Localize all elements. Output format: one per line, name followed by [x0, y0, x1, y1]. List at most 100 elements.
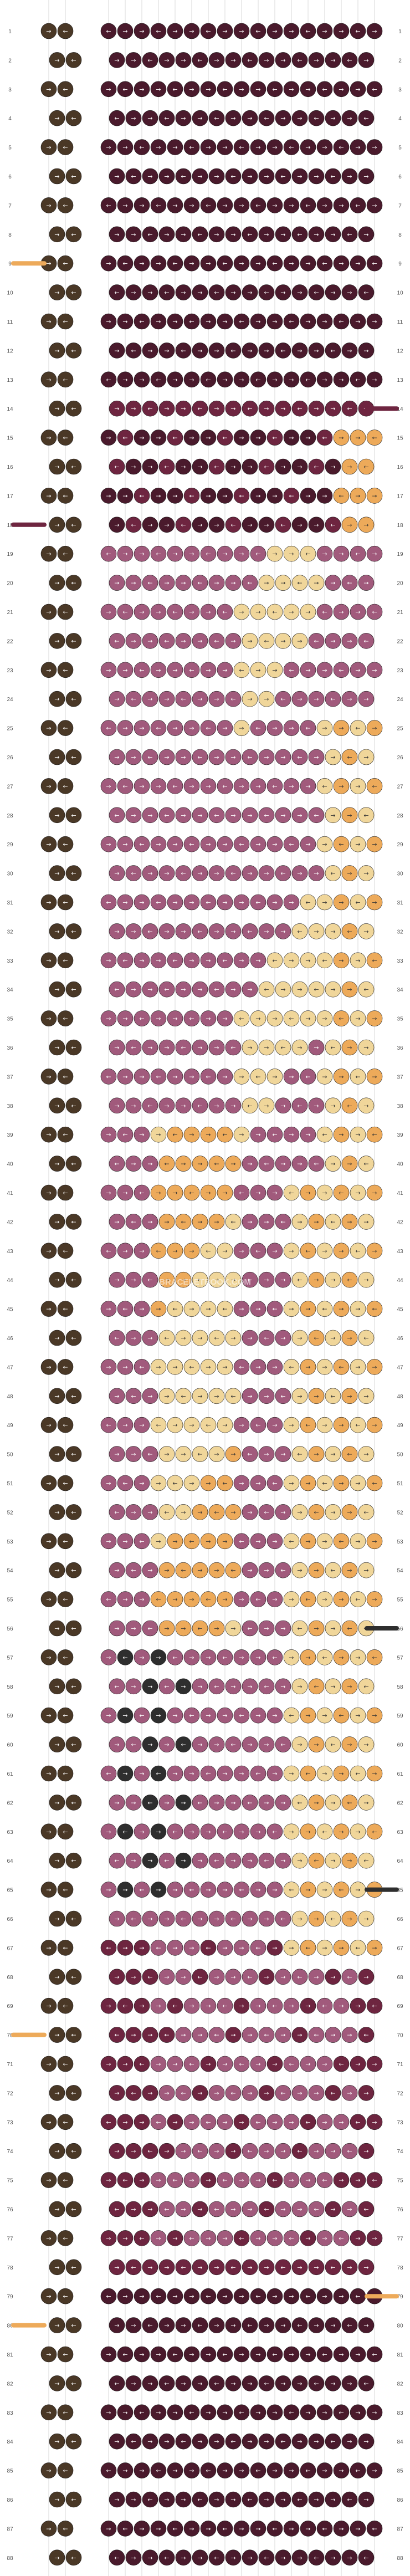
knot-arrow-icon: ← — [71, 347, 76, 354]
knot-arrow-icon: → — [46, 1538, 51, 1545]
knot: ← — [308, 110, 325, 126]
knot-arrow-icon: → — [214, 57, 219, 64]
knot-arrow-icon: ← — [264, 463, 269, 471]
knot: → — [125, 1678, 142, 1695]
knot-arrow-icon: ← — [63, 202, 68, 209]
knot: → — [291, 2549, 308, 2566]
knot-arrow-icon: → — [264, 173, 269, 180]
knot-arrow-icon: → — [272, 1770, 277, 1777]
knot-arrow-icon: ← — [189, 1363, 194, 1371]
knot-arrow-icon: ← — [264, 1509, 269, 1516]
knot-arrow-icon: ← — [189, 1015, 194, 1023]
knot-arrow-icon: ← — [322, 1306, 327, 1313]
knot: → — [366, 662, 383, 678]
border-knot: ← — [65, 458, 82, 475]
knot-arrow-icon: ← — [363, 289, 368, 297]
row-number-left: 72 — [7, 2091, 13, 2097]
knot-arrow-icon: ← — [63, 376, 68, 384]
knot: → — [291, 1736, 308, 1752]
border-knot: → — [49, 1446, 65, 1462]
knot-arrow-icon: → — [314, 580, 319, 587]
knot: ← — [358, 2549, 375, 2566]
knot: → — [200, 836, 217, 852]
knot-arrow-icon: → — [54, 2148, 59, 2155]
knot: ← — [325, 2433, 341, 2450]
row-number-left: 8 — [8, 232, 12, 238]
knot-arrow-icon: → — [230, 1683, 235, 1690]
knot-arrow-icon: → — [314, 405, 319, 412]
knot-arrow-icon: → — [264, 57, 269, 64]
knot-arrow-icon: → — [255, 1015, 260, 1023]
knot-arrow-icon: ← — [347, 1276, 352, 1284]
border-knot: ← — [65, 1330, 82, 1346]
knot: ← — [358, 2375, 375, 2391]
knot: ← — [350, 720, 366, 736]
knot-arrow-icon: → — [322, 2293, 327, 2300]
knot-arrow-icon: → — [106, 318, 111, 325]
knot-arrow-icon: ← — [197, 231, 202, 238]
knot-arrow-icon: → — [206, 1306, 211, 1313]
knot-arrow-icon: ← — [314, 2380, 319, 2387]
row-number-right: 40 — [397, 1162, 403, 1168]
knot-arrow-icon: ← — [71, 1974, 76, 1981]
row-numbers-right: 1234567891011121314151617181920212223242… — [397, 29, 403, 2562]
knot: → — [250, 1475, 266, 1491]
knot-arrow-icon: → — [355, 1015, 360, 1023]
knot-arrow-icon: → — [122, 2467, 127, 2475]
border-knot: → — [49, 168, 65, 185]
knot: → — [242, 110, 258, 126]
knot-arrow-icon: ← — [239, 144, 244, 151]
knot: ← — [158, 807, 175, 824]
knot: → — [175, 458, 192, 475]
knot: → — [134, 255, 150, 272]
knot: → — [167, 1417, 183, 1433]
knot-arrow-icon: → — [122, 376, 127, 384]
knot: → — [125, 1330, 142, 1346]
knot-arrow-icon: → — [339, 1828, 344, 1836]
knot: → — [192, 691, 208, 707]
knot-arrow-icon: ← — [322, 435, 327, 442]
knot: ← — [283, 139, 300, 155]
knot-arrow-icon: → — [122, 1073, 127, 1080]
knot-arrow-icon: → — [197, 1393, 202, 1400]
knot: → — [291, 2259, 308, 2276]
knot: → — [217, 1940, 233, 1956]
knot-arrow-icon: ← — [197, 2496, 202, 2503]
knot-arrow-icon: → — [197, 347, 202, 354]
knot: → — [233, 197, 250, 213]
knot: → — [109, 1271, 125, 1288]
knot-arrow-icon: ← — [272, 783, 277, 790]
knot-arrow-icon: → — [147, 812, 152, 819]
knot: → — [258, 1562, 275, 1578]
knot: → — [125, 284, 142, 300]
knot-arrow-icon: ← — [197, 754, 202, 761]
knot-arrow-icon: → — [164, 870, 169, 877]
knot: → — [325, 110, 341, 126]
knot-arrow-icon: → — [355, 1189, 360, 1197]
knot-arrow-icon: ← — [247, 2148, 252, 2155]
border-knot: → — [40, 2172, 57, 2188]
knot: → — [217, 1243, 233, 1259]
knot: → — [125, 458, 142, 475]
knot-arrow-icon: → — [339, 1422, 344, 1429]
knot: → — [358, 1910, 375, 1927]
knot: → — [266, 2404, 283, 2421]
knot-arrow-icon: → — [181, 1335, 186, 1342]
knot-arrow-icon: → — [239, 899, 244, 906]
knot-arrow-icon: → — [363, 870, 368, 877]
row-number-right: 82 — [397, 2381, 403, 2387]
knot-arrow-icon: ← — [63, 1596, 68, 1603]
knot: → — [358, 226, 375, 243]
knot-arrow-icon: → — [322, 2235, 327, 2242]
row-number-left: 75 — [7, 2178, 13, 2184]
knot-arrow-icon: ← — [272, 1131, 277, 1138]
knot-arrow-icon: → — [214, 928, 219, 935]
knot-arrow-icon: ← — [330, 522, 335, 529]
knot-arrow-icon: → — [272, 1712, 277, 1719]
knot: ← — [183, 139, 200, 155]
knot-arrow-icon: ← — [156, 1422, 161, 1429]
knot-arrow-icon: ← — [330, 1044, 335, 1051]
knot-arrow-icon: ← — [222, 957, 227, 964]
knot-arrow-icon: → — [347, 463, 352, 471]
knot-arrow-icon: ← — [131, 1915, 136, 1923]
